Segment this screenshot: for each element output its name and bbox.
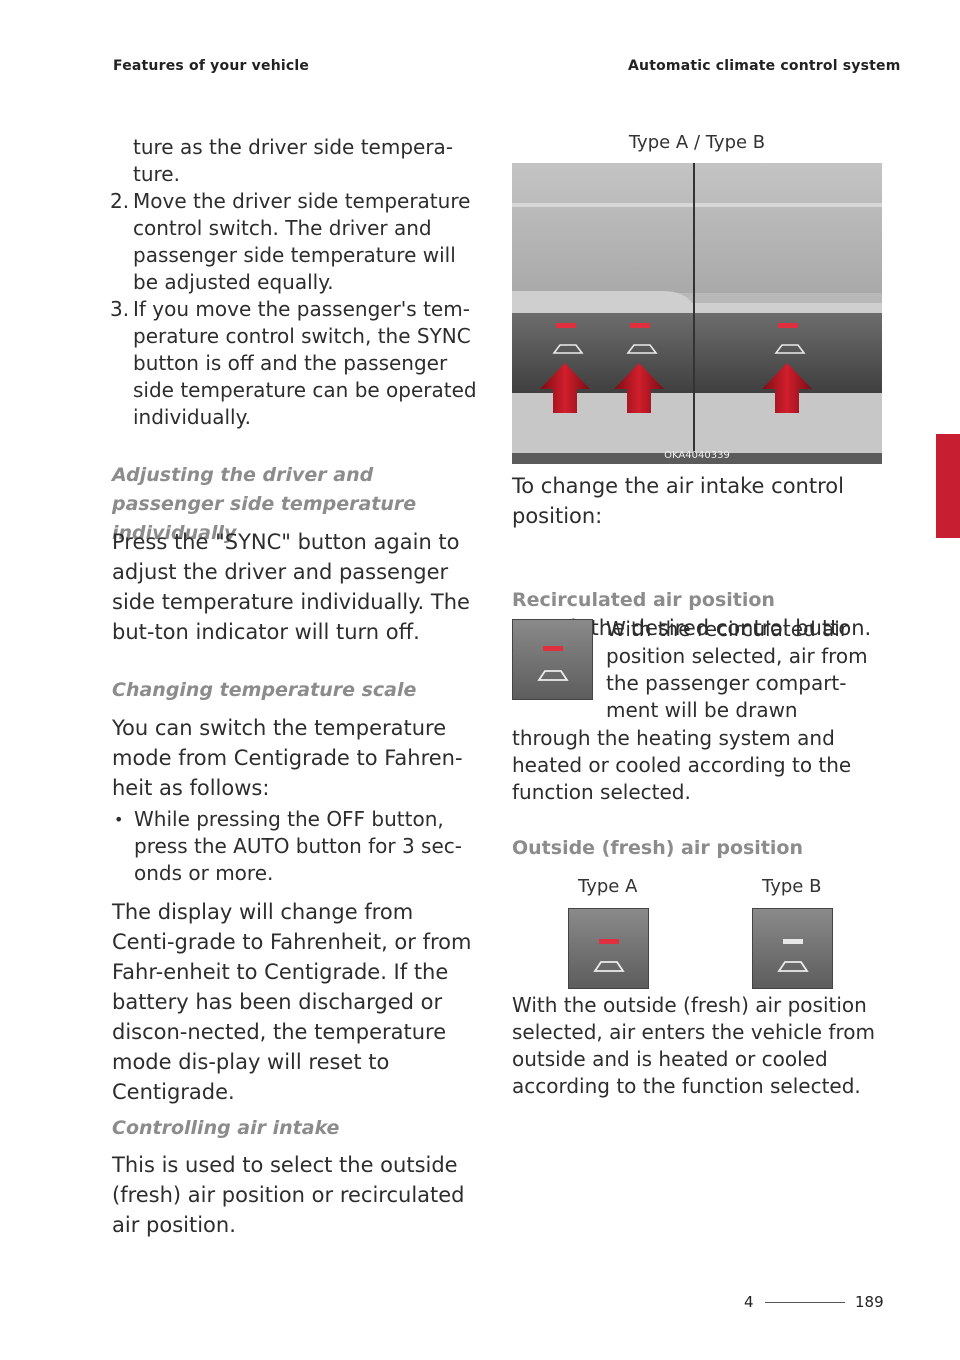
paragraph-recirculated-wrap: With the recirculated air position selec… [606,617,868,722]
footer-chapter: 4 [744,1293,754,1311]
heading-air-intake: Controlling air intake [112,1117,340,1139]
numbered-list: 2. Move the driver side temperature cont… [110,188,480,431]
paragraph-adjust: Press the "SYNC" button again to adjust … [112,530,470,644]
heading-outside-air: Outside (fresh) air position [512,837,803,859]
outside-air-icon [593,939,625,972]
header-chapter-title: Automatic climate control system [628,58,901,74]
paragraph-air-intake: This is used to select the outside (fres… [112,1153,465,1237]
footer-divider [765,1302,845,1303]
heading-temperature-scale: Changing temperature scale [112,679,417,701]
heading-recirculated: Recirculated air position [512,589,775,611]
page-number: 189 [855,1293,884,1311]
figure-air-intake-buttons: OKA4040339 [512,163,882,464]
heading-adjust-individually: Adjusting the driver and passenger side … [112,464,417,544]
recirculated-button-image [512,619,593,700]
paragraph-recirculated-rest: through the heating system and heated or… [512,726,852,804]
outside-air-button-type-a [568,908,649,989]
figure-caption: Type A / Type B [628,132,766,153]
header-section-title: Features of your vehicle [113,58,310,74]
bullet-scale: While pressing the OFF button, press the… [112,806,494,887]
label-type-a: Type A [578,876,638,897]
recirculated-air-icon [537,646,569,681]
paragraph-display: The display will change from Centi-grade… [112,900,472,1104]
paragraph-outside-air: With the outside (fresh) air position se… [512,993,875,1098]
chapter-tab [936,434,960,538]
outside-air-button-type-b [752,908,833,989]
outside-air-icon [777,939,809,972]
chapter-tab-number: 4 [938,512,951,533]
figure-code: OKA4040339 [664,450,730,461]
air-intake-illustration [512,163,882,464]
continued-text: ture as the driver side tempera- ture. [133,135,454,186]
list-item: 3. If you move the passenger's tem-perat… [110,297,477,429]
label-type-b: Type B [762,876,822,897]
paragraph-scale: You can switch the temperature mode from… [112,716,463,800]
list-item: 2. Move the driver side temperature cont… [110,189,471,294]
paragraph-change-position: To change the air intake control positio… [512,474,844,528]
